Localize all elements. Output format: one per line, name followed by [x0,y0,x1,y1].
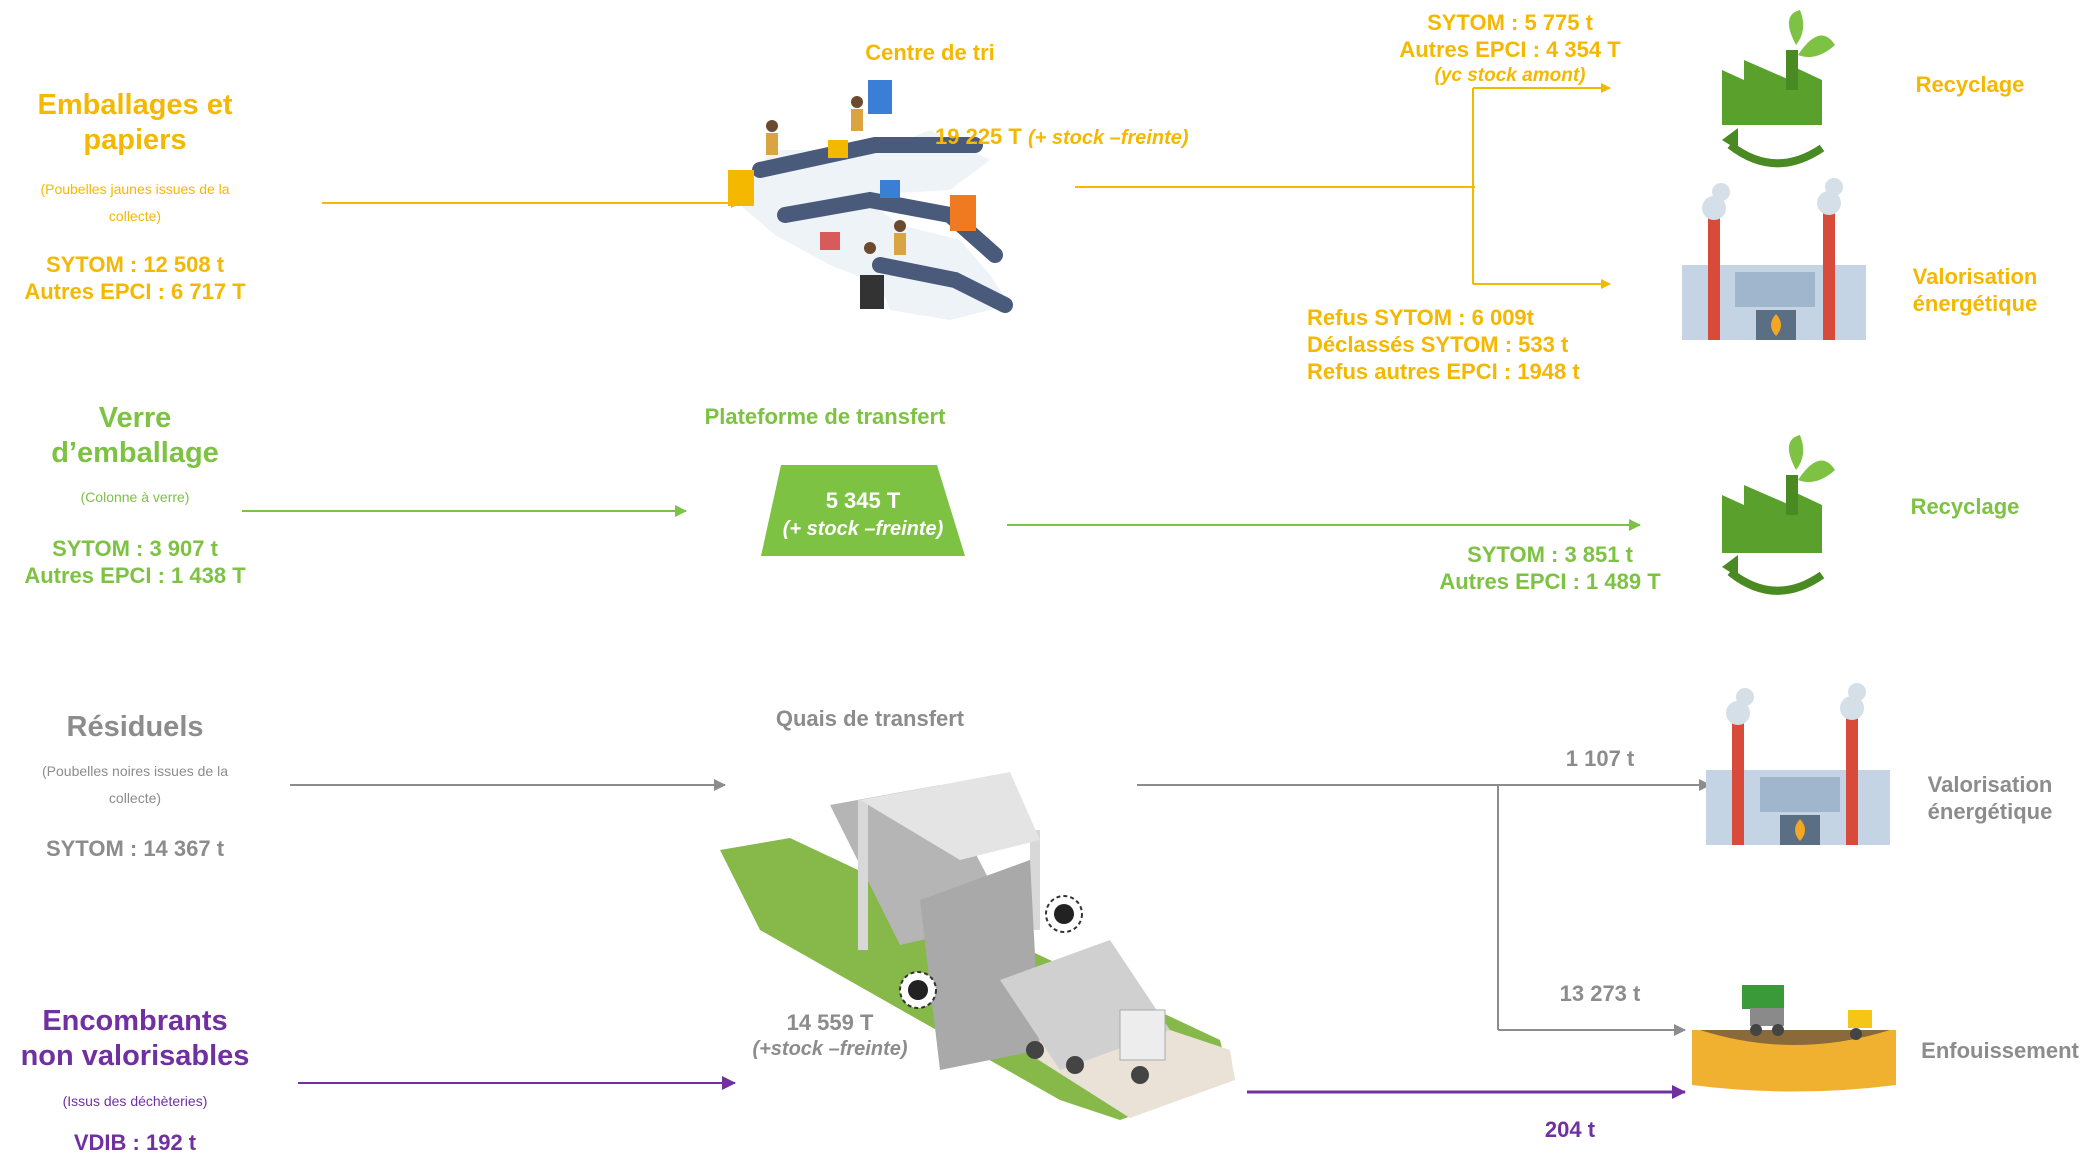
tri-recyclage-note: (yc stock amont) [1434,64,1586,86]
encombrants-enfouissement-amount: 204 t [1544,1117,1596,1142]
landfill-icon [1692,985,1896,1092]
destination-valorisation-1-line2: énergétique [1912,290,2038,316]
quais-amount-note: (+stock –freinte) [752,1037,908,1060]
residuels-note: (Poubelles noires issues de la collecte) [42,763,228,806]
destination-recyclage-1: Recyclage [1915,72,2025,97]
incineration-plant-icon-2 [1706,683,1890,845]
quais-valorisation-amount: 1 107 t [1565,746,1635,771]
emballages-stat-epci: Autres EPCI : 6 717 T [24,278,246,304]
quais-title: Quais de transfert [775,706,965,731]
tri-valorisation-label: Refus SYTOM : 6 009t Déclassés SYTOM : 5… [1307,305,1637,385]
centre-tri-amount-value: 19 225 T [935,124,1022,149]
verre-stat-epci: Autres EPCI : 1 438 T [24,562,246,588]
verre-stats: SYTOM : 3 907 t Autres EPCI : 1 438 T [0,536,270,590]
quais-enfouissement-amount: 13 273 t [1559,981,1641,1006]
centre-tri-amount: 19 225 T (+ stock –freinte) [935,124,1235,151]
encombrants-title-line1: Encombrants [42,1005,228,1037]
tri-valorisation-declasses: Déclassés SYTOM : 533 t [1307,331,1569,357]
encombrants-title: Encombrants non valorisables [0,1004,270,1075]
destination-valorisation-1-line1: Valorisation [1912,264,2038,289]
sorting-center-illustration [728,80,1013,320]
incineration-plant-icon-1 [1682,178,1866,340]
encombrants-stat-vdib: VDIB : 192 t [73,1130,197,1155]
quais-amount: 14 559 T (+stock –freinte) [730,1010,930,1061]
verre-recyclage-epci: Autres EPCI : 1 489 T [1439,568,1661,594]
centre-tri-title: Centre de tri [865,40,995,65]
tri-recyclage-sytom: SYTOM : 5 775 t [1427,10,1593,35]
encombrants-title-line2: non valorisables [20,1040,250,1073]
plateforme-title: Plateforme de transfert [704,404,946,429]
emballages-title-line2: papiers [83,124,187,157]
verre-title-line2: d’emballage [51,437,219,470]
residuels-title: Résiduels [66,711,204,743]
emballages-stat-sytom: SYTOM : 12 508 t [45,252,225,277]
verre-recyclage-sytom: SYTOM : 3 851 t [1467,542,1633,567]
residuels-stat-sytom: SYTOM : 14 367 t [45,836,225,861]
quais-amount-value: 14 559 T [786,1010,874,1035]
destination-valorisation-1: Valorisation énergétique [1880,264,2070,318]
recycling-factory-icon-1 [1722,10,1835,168]
tri-recyclage-label: SYTOM : 5 775 t Autres EPCI : 4 354 T (y… [1360,10,1660,87]
destination-valorisation-2: Valorisation énergétique [1900,772,2080,826]
destination-valorisation-2-line2: énergétique [1927,798,2053,824]
recycling-factory-icon-2 [1722,435,1835,595]
emballages-stats: SYTOM : 12 508 t Autres EPCI : 6 717 T [0,252,270,306]
transfer-station-illustration [720,772,1235,1120]
emballages-title-line1: Emballages et [37,89,233,121]
tri-valorisation-refus-sytom: Refus SYTOM : 6 009t [1307,305,1534,330]
tri-valorisation-refus-epci: Refus autres EPCI : 1948 t [1307,358,1580,384]
verre-recyclage-label: SYTOM : 3 851 t Autres EPCI : 1 489 T [1410,542,1690,596]
encombrants-note: (Issus des déchèteries) [62,1093,208,1109]
emballages-note: (Poubelles jaunes issues de la collecte) [40,181,230,224]
tri-recyclage-epci: Autres EPCI : 4 354 T [1399,36,1621,62]
destination-enfouissement: Enfouissement [1921,1038,2079,1063]
verre-note: (Colonne à verre) [80,489,190,505]
plateforme-amount-note: (+ stock –freinte) [782,517,944,540]
verre-title-line1: Verre [98,402,172,434]
destination-valorisation-2-line1: Valorisation [1927,772,2053,797]
plateforme-amount: 5 345 T (+ stock –freinte) [763,487,963,542]
verre-title: Verre d’emballage [0,401,270,472]
centre-tri-amount-note: (+ stock –freinte) [1027,127,1189,149]
destination-recyclage-2: Recyclage [1910,494,2020,519]
emballages-title: Emballages et papiers [0,88,270,159]
plateforme-amount-value: 5 345 T [825,488,901,513]
verre-stat-sytom: SYTOM : 3 907 t [52,536,218,561]
plateforme-trapezoid [761,465,965,556]
